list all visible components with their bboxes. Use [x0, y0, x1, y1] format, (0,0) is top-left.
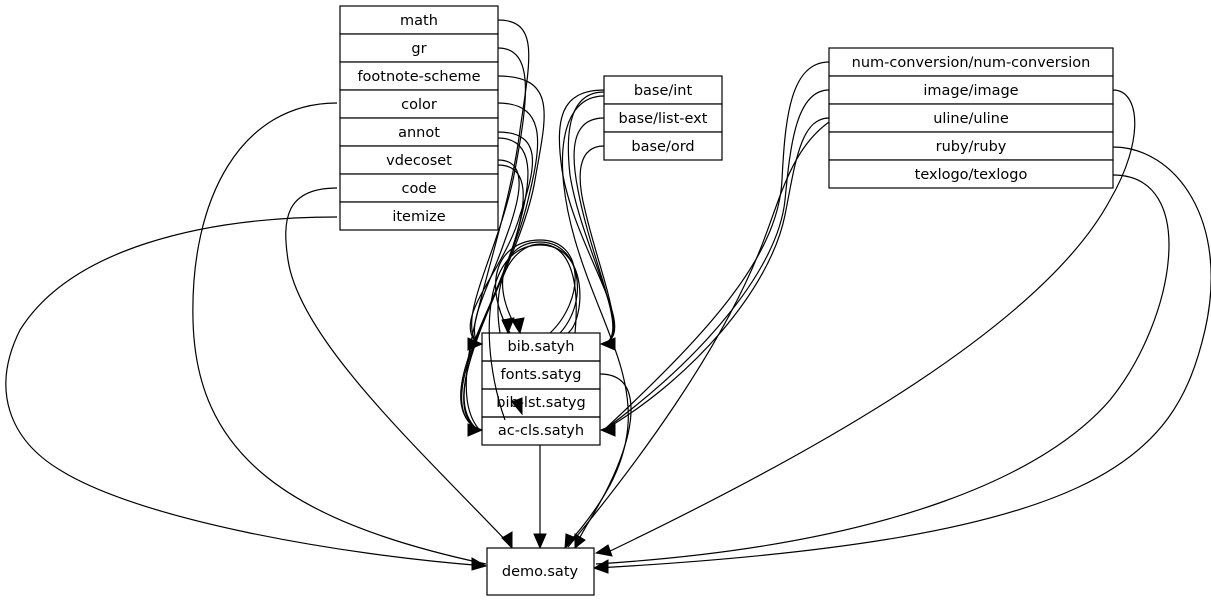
node-label: base/int — [634, 83, 693, 99]
edge-code-to-demo — [285, 187, 513, 548]
edge-base-list-ext-to-bib — [573, 117, 614, 345]
node-label: annot — [398, 125, 440, 141]
node-label: bib.satyh — [508, 339, 575, 355]
node-bib-satyh[interactable]: bib.satyh — [481, 332, 601, 362]
node-demo-saty[interactable]: demo.saty — [486, 547, 595, 596]
edges — [5, 19, 1211, 574]
edge-base-int-to-bib — [558, 89, 616, 345]
node-bib-lst-satyg[interactable]: bib-lst.satyg — [481, 388, 601, 418]
edge-color-to-ac-cls — [463, 102, 539, 431]
node-uline[interactable]: uline/uline — [828, 103, 1114, 133]
node-image[interactable]: image/image — [828, 75, 1114, 105]
edge-base-ord-to-bib — [579, 145, 614, 345]
node-vdecoset[interactable]: vdecoset — [339, 145, 499, 175]
node-label: base/ord — [631, 139, 694, 155]
arrowhead — [599, 423, 616, 437]
node-label: image/image — [923, 83, 1018, 99]
node-group-left: math gr footnote-scheme color annot vdec… — [339, 5, 499, 231]
node-group-center: bib.satyh fonts.satyg bib-lst.satyg ac-c… — [481, 332, 601, 446]
node-ac-cls-satyh[interactable]: ac-cls.satyh — [481, 416, 601, 446]
edge-loop-3 — [488, 244, 581, 421]
node-label: bib-lst.satyg — [496, 395, 585, 411]
arrowhead — [471, 557, 488, 571]
edge-ruby-to-demo — [595, 146, 1211, 569]
arrowhead — [574, 533, 586, 550]
edge-num-conversion-to-ac-cls — [603, 61, 830, 431]
node-base-ord[interactable]: base/ord — [603, 131, 723, 161]
node-code[interactable]: code — [339, 173, 499, 203]
node-label: base/list-ext — [619, 111, 708, 127]
arrowhead — [533, 533, 547, 550]
arrowhead — [511, 397, 523, 416]
node-label: num-conversion/num-conversion — [852, 55, 1091, 71]
node-label: uline/uline — [933, 111, 1009, 127]
node-base-list-ext[interactable]: base/list-ext — [603, 103, 723, 133]
node-label: math — [400, 13, 438, 29]
node-label: demo.saty — [502, 564, 579, 580]
edge-uline-to-demo — [567, 121, 830, 548]
node-ruby[interactable]: ruby/ruby — [828, 131, 1114, 161]
edge-vdecoset-to-bib — [473, 159, 520, 345]
node-fonts-satyg[interactable]: fonts.satyg — [481, 360, 601, 390]
arrowhead — [467, 423, 484, 437]
node-label: footnote-scheme — [357, 69, 480, 85]
node-label: itemize — [392, 209, 445, 225]
node-label: texlogo/texlogo — [915, 167, 1028, 183]
edge-image-to-ac-cls — [603, 89, 830, 431]
node-label: ac-cls.satyh — [498, 423, 584, 439]
node-itemize[interactable]: itemize — [339, 201, 499, 231]
node-group-base: base/int base/list-ext base/ord — [603, 75, 723, 161]
node-math[interactable]: math — [339, 5, 499, 35]
edge-base-int-to-demo — [561, 95, 629, 548]
node-footnote-scheme[interactable]: footnote-scheme — [339, 61, 499, 91]
node-label: fonts.satyg — [501, 367, 582, 383]
edge-loop-4 — [497, 243, 577, 334]
node-color[interactable]: color — [339, 89, 499, 119]
arrowhead — [594, 544, 613, 557]
edge-color-to-demo — [192, 102, 487, 565]
node-group-packages: num-conversion/num-conversion image/imag… — [828, 47, 1114, 189]
node-base-int[interactable]: base/int — [603, 75, 723, 105]
node-label: ruby/ruby — [936, 139, 1007, 155]
arrowhead — [501, 531, 513, 550]
arrowhead — [511, 317, 525, 335]
edge-loop-2 — [495, 239, 576, 334]
edge-annot-to-bib — [469, 131, 533, 345]
node-texlogo[interactable]: texlogo/texlogo — [828, 159, 1114, 189]
edge-texlogo-to-demo — [595, 174, 1170, 565]
node-label: color — [401, 97, 437, 113]
edge-uline-to-ac-cls — [603, 117, 830, 431]
node-num-conversion[interactable]: num-conversion/num-conversion — [828, 47, 1114, 77]
node-gr[interactable]: gr — [339, 33, 499, 63]
arrowhead — [592, 559, 609, 574]
arrowhead — [501, 317, 515, 335]
arrowhead — [467, 337, 484, 351]
node-label: gr — [411, 41, 426, 57]
node-label: code — [402, 181, 437, 197]
node-annot[interactable]: annot — [339, 117, 499, 147]
node-label: vdecoset — [386, 153, 452, 169]
arrowhead — [564, 533, 577, 550]
edge-image-to-demo — [605, 89, 1136, 554]
arrowhead — [599, 337, 616, 351]
edge-itemize-to-demo — [5, 216, 487, 567]
